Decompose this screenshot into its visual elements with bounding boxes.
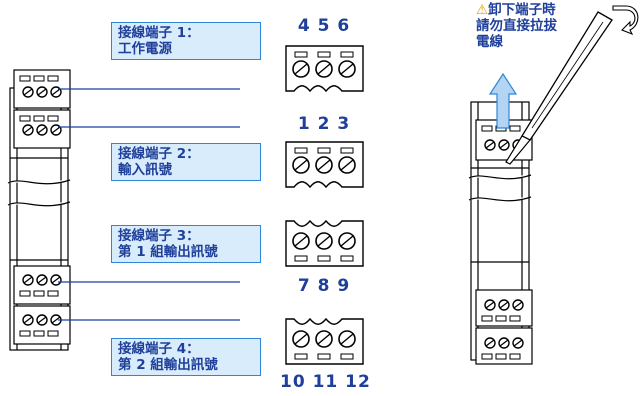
terminal-3-desc: 第 1 組輸出訊號 (118, 244, 218, 260)
pin-numbers-101112: 10 11 12 (280, 372, 371, 392)
connector-789 (285, 219, 364, 267)
warning-line-1: ⚠卸下端子時 (476, 2, 557, 18)
terminal-1-desc: 工作電源 (118, 41, 172, 57)
connector-101112 (285, 317, 364, 365)
terminal-block-left-4 (13, 305, 71, 345)
warning-line-3: 電線 (476, 34, 503, 50)
warning-note: ⚠卸下端子時 請勿直接拉拔 電線 (476, 2, 557, 50)
screwdriver (505, 11, 613, 165)
terminal-4-title: 接線端子 4： (118, 341, 200, 357)
terminal-block-left-3 (13, 265, 71, 305)
terminal-block-right-3 (475, 289, 533, 327)
terminal-2-desc: 輸入訊號 (118, 162, 172, 178)
terminal-label-3: 接線端子 3： 第 1 組輸出訊號 (111, 225, 261, 263)
pin-numbers-123: 1 2 3 (297, 114, 351, 134)
pin-numbers-789: 7 8 9 (297, 276, 351, 296)
terminal-2-title: 接線端子 2： (118, 146, 200, 162)
terminal-4-desc: 第 2 組輸出訊號 (118, 357, 218, 373)
warning-icon: ⚠ (476, 2, 489, 18)
connector-123 (285, 141, 364, 189)
terminal-label-1: 接線端子 1： 工作電源 (111, 22, 261, 60)
terminal-label-2: 接線端子 2： 輸入訊號 (111, 143, 261, 181)
rotate-arrow-icon (612, 5, 639, 36)
terminal-block-right-4 (475, 327, 533, 365)
warning-line-2: 請勿直接拉拔 (476, 18, 557, 34)
terminal-label-4: 接線端子 4： 第 2 組輸出訊號 (111, 338, 261, 376)
lift-arrow (488, 72, 518, 129)
terminal-block-left-2 (13, 109, 71, 149)
connector-456 (285, 45, 364, 93)
terminal-1-title: 接線端子 1： (118, 25, 200, 41)
terminal-3-title: 接線端子 3： (118, 228, 200, 244)
pin-numbers-456: 4 5 6 (297, 16, 351, 36)
leader-lines (58, 88, 240, 321)
warning-text-1: 卸下端子時 (488, 2, 556, 18)
